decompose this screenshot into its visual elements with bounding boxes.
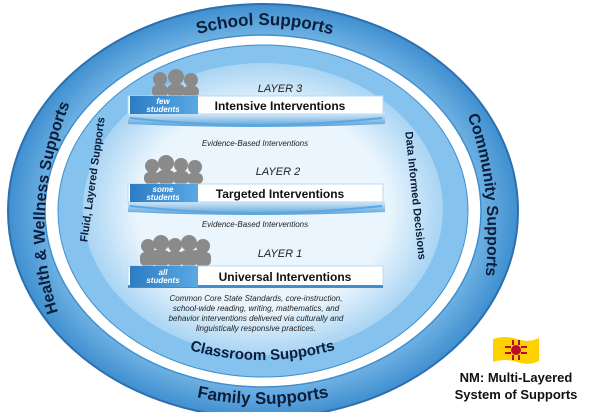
layer-1-tag xyxy=(130,266,198,287)
layer-2-tag xyxy=(130,184,198,202)
core-instruction-note: Common Core State Standards, core-instru… xyxy=(169,294,344,333)
core-note-line-1: Common Core State Standards, core-instru… xyxy=(170,294,343,303)
layer-3-caption: Evidence-Based Interventions xyxy=(202,139,308,148)
nm-branding: NM: Multi-Layered System of Supports xyxy=(428,335,604,403)
layer-3-number: LAYER 3 xyxy=(258,83,303,95)
core-note-line-2: school-wide reading, writing, mathematic… xyxy=(173,304,340,313)
layer-3-group: LAYER 3 few students Intensive Intervent… xyxy=(127,69,385,148)
layer-2-tag-line1: some xyxy=(153,185,174,194)
core-note-line-3: behavior interventions delivered via cul… xyxy=(169,314,344,323)
people-icon xyxy=(140,235,211,266)
layer-2-title: Targeted Interventions xyxy=(216,187,345,201)
layer-1-tag-line1: all xyxy=(159,268,169,277)
people-icon xyxy=(152,69,199,97)
new-mexico-flag-icon xyxy=(493,337,539,364)
core-note-line-4: linguistically responsive practices. xyxy=(196,324,316,333)
layer-3-tag-line2: students xyxy=(146,105,180,114)
layer-3-tag-line1: few xyxy=(156,97,170,106)
layer-1-title: Universal Interventions xyxy=(219,270,352,284)
layer-2-caption: Evidence-Based Interventions xyxy=(202,220,308,229)
layer-2-tag-line2: students xyxy=(146,193,180,202)
layer-3-tag xyxy=(130,96,198,114)
layer-2-group: LAYER 2 some students Targeted Intervent… xyxy=(127,155,385,229)
layer-2-number: LAYER 2 xyxy=(256,166,300,178)
brand-line-1: NM: Multi-Layered xyxy=(459,370,573,385)
people-icon xyxy=(144,155,203,184)
layer-1-tag-line2: students xyxy=(146,276,180,285)
layer-1-group: LAYER 1 all students Universal Intervent… xyxy=(127,235,384,288)
brand-line-2: System of Supports xyxy=(454,387,578,402)
layer-3-title: Intensive Interventions xyxy=(215,99,346,113)
layer-1-number: LAYER 1 xyxy=(258,248,302,260)
